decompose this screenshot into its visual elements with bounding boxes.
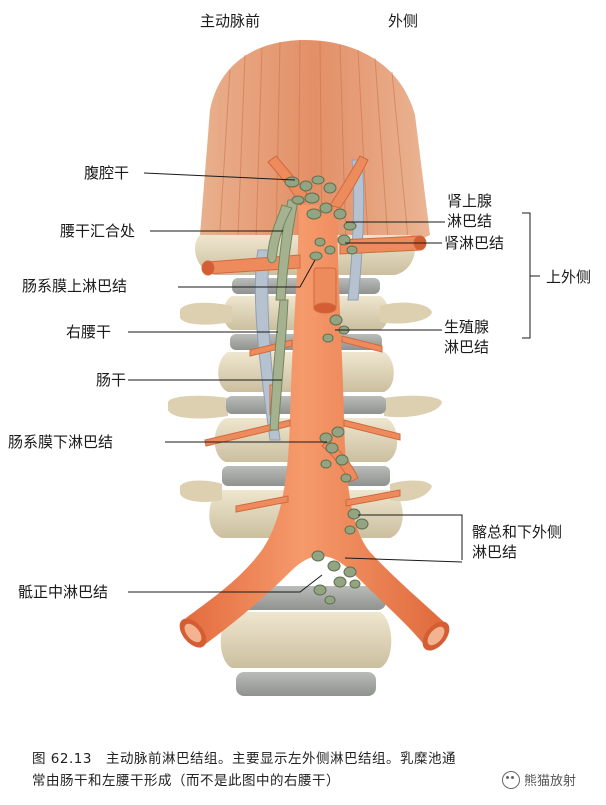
label-adrenal-nodes-line1: 肾上腺 xyxy=(447,192,493,210)
lymph-node xyxy=(331,426,345,438)
label-superior-mesenteric-nodes: 肠系膜上淋巴结 xyxy=(22,277,128,295)
lymph-node xyxy=(333,208,347,220)
lymph-node xyxy=(319,432,333,444)
lymph-node xyxy=(320,459,332,469)
caption-line-2: 常由肠干和左腰干形成（而不是此图中的右腰干） xyxy=(32,773,340,789)
lymph-node xyxy=(299,180,313,192)
lymph-node xyxy=(304,192,320,204)
label-adrenal-nodes-line2: 淋巴结 xyxy=(447,212,493,230)
anatomy-illustration xyxy=(128,39,540,696)
wechat-icon xyxy=(501,770,520,789)
figure-number: 图 62.13 xyxy=(32,751,92,767)
lymph-node xyxy=(335,454,349,466)
label-renal-nodes: 肾淋巴结 xyxy=(444,234,505,252)
label-gonadal-nodes-line2: 淋巴结 xyxy=(444,338,490,356)
caption-line-1: 主动脉前淋巴结组。主要显示左外侧淋巴结组。乳糜池通 xyxy=(105,751,456,767)
label-median-sacral-nodes: 骶正中淋巴结 xyxy=(18,583,109,601)
aortic-branches xyxy=(201,155,427,513)
diaphragm-muscle xyxy=(200,39,430,250)
lymph-node xyxy=(333,576,347,588)
label-celiac-trunk: 腹腔干 xyxy=(84,164,130,182)
figure-caption: 图 62.13 主动脉前淋巴结组。主要显示左外侧淋巴结组。乳糜池通 常由肠干和左腰… xyxy=(32,748,592,792)
label-iliac-nodes-line1: 髂总和下外侧 xyxy=(472,523,563,541)
label-upper-lateral-group: 上外侧 xyxy=(546,268,592,286)
lymph-node xyxy=(314,237,326,247)
lymph-node xyxy=(344,525,356,535)
label-gonadal-nodes-line1: 生殖腺 xyxy=(444,318,490,336)
lymph-node xyxy=(313,584,327,596)
aorta xyxy=(179,205,450,651)
lymph-node xyxy=(347,508,361,520)
lymph-node xyxy=(309,251,323,261)
lymph-node xyxy=(311,175,325,185)
lymph-node xyxy=(355,518,369,530)
lymph-node xyxy=(319,202,333,214)
lymph-node xyxy=(340,473,352,483)
leader-lines xyxy=(128,172,540,593)
lymph-node xyxy=(343,566,357,578)
lymph-node xyxy=(324,245,336,255)
lymph-node xyxy=(322,333,334,343)
lymph-node xyxy=(284,176,300,188)
lymph-node xyxy=(323,182,337,194)
label-iliac-nodes-line2: 淋巴结 xyxy=(472,543,518,561)
lymph-node xyxy=(311,550,325,562)
lymph-node xyxy=(325,442,339,454)
lymph-node xyxy=(329,314,343,326)
lymphatic-trunks xyxy=(267,199,299,431)
label-intestinal-trunk: 肠干 xyxy=(96,371,127,389)
lymph-node xyxy=(349,579,361,589)
lymph-node xyxy=(306,208,322,220)
label-right-lumbar-trunk: 右腰干 xyxy=(66,323,112,341)
lymph-node xyxy=(343,221,357,231)
lymph-node xyxy=(291,195,305,205)
lymph-node xyxy=(327,560,341,572)
header-lateral-label: 外侧 xyxy=(388,12,419,30)
lymph-node xyxy=(324,595,336,605)
label-lumbar-confluence: 腰干汇合处 xyxy=(60,222,136,240)
header-anterior-label: 主动脉前 xyxy=(200,12,261,30)
label-inferior-mesenteric-nodes: 肠系膜下淋巴结 xyxy=(8,433,114,451)
watermark: 熊猫放射 xyxy=(501,770,576,789)
watermark-text: 熊猫放射 xyxy=(523,774,576,789)
lymph-node xyxy=(346,245,358,255)
